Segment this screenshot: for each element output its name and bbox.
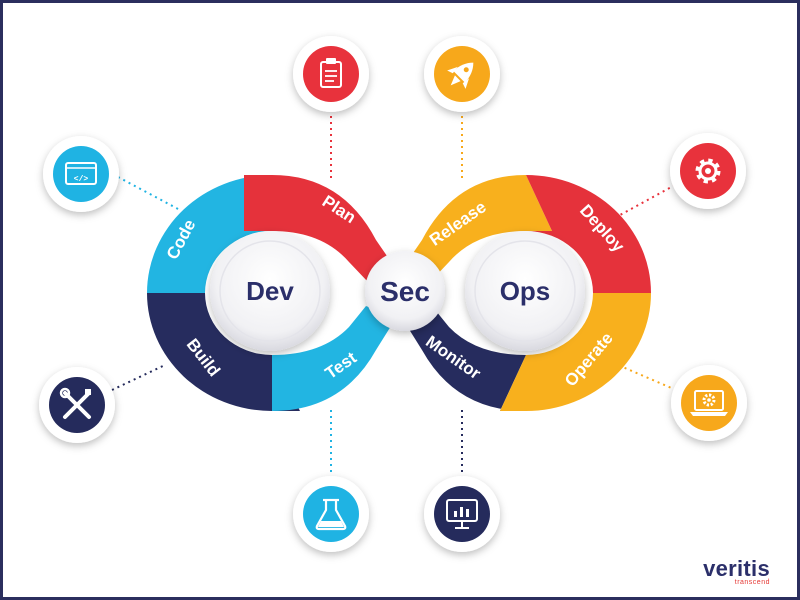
segment-test (272, 306, 396, 411)
code-window-icon: </> (65, 162, 97, 185)
segment-build (147, 293, 300, 411)
deploy-icon-badge (670, 133, 746, 209)
segment-deploy (526, 175, 651, 293)
ops-hub-ring (474, 240, 576, 342)
segment-operate (500, 293, 651, 411)
laptop-gear-icon (690, 390, 728, 416)
svg-text:</>: </> (74, 175, 89, 184)
dev-hub-label: Dev (246, 276, 294, 306)
plan-icon-badge (293, 36, 369, 112)
code-icon-badge: </> (43, 136, 119, 212)
brand-tagline: transcend (734, 579, 770, 586)
segment-monitor (402, 306, 526, 411)
test-icon-badge (293, 476, 369, 552)
infinity-loop (147, 175, 651, 411)
operate-icon-badge (671, 365, 747, 441)
operate-connector (617, 364, 677, 391)
flask-icon (315, 498, 347, 531)
dev-hub-ring (219, 240, 321, 342)
sec-hub-label: Sec (380, 276, 430, 307)
ops-hub-label: Ops (500, 276, 551, 306)
brand-name: veritis (703, 556, 770, 581)
code-connector (117, 176, 181, 211)
segment-plan (244, 175, 398, 282)
deploy-connector (619, 184, 676, 216)
monitor-chart-icon (446, 499, 478, 529)
segment-release (400, 175, 552, 282)
veritis-logo: veritis transcend (703, 556, 770, 586)
dev-hub (210, 231, 330, 351)
ops-hub (465, 231, 585, 351)
clipboard-icon (320, 58, 342, 88)
connector-lines (111, 110, 677, 478)
release-icon-badge (424, 36, 500, 112)
monitor-icon-badge (424, 476, 500, 552)
gear-icon (695, 158, 721, 184)
build-connector (111, 364, 166, 391)
build-icon-badge (39, 367, 115, 443)
segment-code (147, 175, 272, 293)
rocket-icon (447, 62, 474, 89)
wrench-screwdriver-icon (59, 387, 91, 419)
sec-hub (365, 251, 445, 331)
